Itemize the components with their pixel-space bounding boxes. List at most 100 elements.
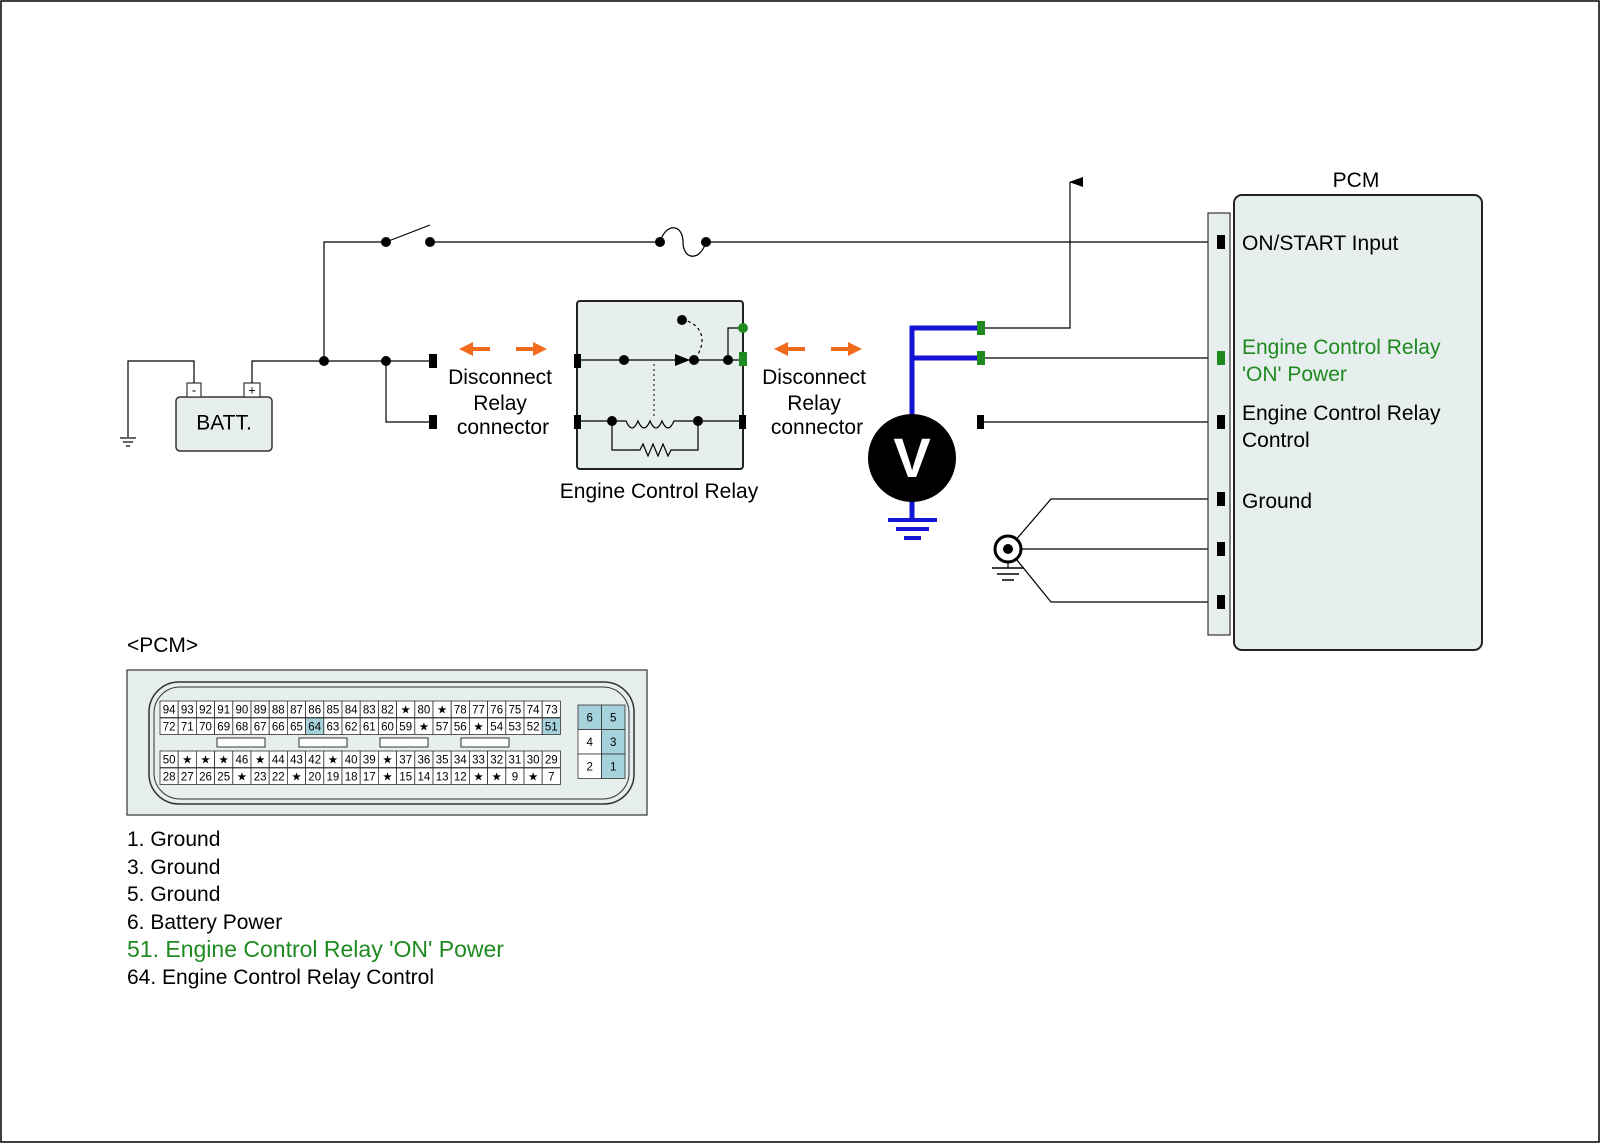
connector-pin-label: ★ <box>473 771 483 783</box>
output-wire-upward <box>985 177 1083 329</box>
connector-pin-label: ★ <box>328 754 338 766</box>
connector-pin-label: 92 <box>199 704 212 716</box>
connector-pin-label: ★ <box>291 771 301 783</box>
connector-pin-label: 44 <box>272 754 285 766</box>
connector-pin-label: 91 <box>217 704 230 716</box>
connector-pin-label: ★ <box>255 754 265 766</box>
connector-pin-label: 17 <box>363 771 376 783</box>
connector-pin-label: ★ <box>382 754 392 766</box>
pcm-terminal-ground: Ground <box>1242 490 1312 513</box>
connector-key-slot <box>460 737 510 748</box>
connector-pin-label: 20 <box>308 771 321 783</box>
pcm-pin-relay-on-power <box>1217 351 1225 365</box>
harness-pin-upper <box>977 321 985 335</box>
connector-pin-label: 90 <box>236 704 249 716</box>
pcm-pin-on-start <box>1217 235 1225 249</box>
connector-pin-label: ★ <box>219 754 229 766</box>
connector-pin-label: ★ <box>237 771 247 783</box>
battery-body <box>175 396 273 452</box>
connector-outline-outer <box>148 681 635 805</box>
harness-pin-lower <box>977 415 984 429</box>
connector-pin-cell <box>541 767 561 785</box>
connector-pin-label: 87 <box>290 704 303 716</box>
voltmeter-label: V <box>893 426 930 489</box>
legend-item-6: 6. Battery Power <box>127 910 283 934</box>
connector-pin-label: 78 <box>454 704 467 716</box>
side-pin-label: 5 <box>610 712 616 724</box>
connector-pin-label: 64 <box>308 721 321 733</box>
pcm-terminal-relay-on-power: Engine Control Relay 'ON' Power <box>1242 336 1446 386</box>
connector-pin-label: 29 <box>545 754 558 766</box>
connector-pin-label: 9 <box>512 771 518 783</box>
connector-pin-label: 88 <box>272 704 285 716</box>
connector-pin-label: 30 <box>527 754 540 766</box>
connector-key-slot <box>379 737 429 748</box>
connector-pin-label: 89 <box>254 704 267 716</box>
side-pin-label: 3 <box>610 737 616 749</box>
connector-pin-label: 74 <box>527 704 540 716</box>
engine-control-relay <box>574 300 748 470</box>
connector-pin-label: 7 <box>548 771 554 783</box>
connector-pin-label: 22 <box>272 771 285 783</box>
connector-pin-label: 59 <box>399 721 412 733</box>
connector-pin-label: 56 <box>454 721 467 733</box>
connector-pin-label: 51 <box>545 721 558 733</box>
connector-pin-label: 94 <box>163 704 176 716</box>
relay-pin-upper-right <box>739 352 747 366</box>
connector-pin-label: 85 <box>327 704 340 716</box>
connector-pin-label: ★ <box>492 771 502 783</box>
ignition-feed-wire <box>323 241 386 361</box>
connector-pin-label: 42 <box>308 754 321 766</box>
relay-coil-feed-wire <box>385 361 432 423</box>
connector-pin-label: ★ <box>419 721 429 733</box>
legend-item-5: 5. Ground <box>127 883 221 906</box>
pin-legend: 1. Ground 3. Ground 5. Ground 6. Battery… <box>127 826 504 991</box>
legend-item-51: 51. Engine Control Relay 'ON' Power <box>127 936 504 962</box>
battery-neg-label: - <box>192 382 196 397</box>
connector-pin-label: 40 <box>345 754 358 766</box>
junction-dot <box>381 356 391 366</box>
connector-pin-label: 26 <box>199 771 212 783</box>
battery: - + BATT. <box>175 382 273 452</box>
connector-pin-label: ★ <box>401 704 411 716</box>
junction-dot <box>319 356 329 366</box>
connector-pin-label: 46 <box>236 754 249 766</box>
harness-pin-middle <box>977 351 985 365</box>
battery-label: BATT. <box>196 412 252 435</box>
connector-pin-label: 75 <box>509 704 522 716</box>
right-disconnect-arrows <box>774 342 862 356</box>
connector-pin-label: 37 <box>399 754 412 766</box>
connector-pin-label: 43 <box>290 754 303 766</box>
pcm-terminal-relay-control: Engine Control Relay Control <box>1242 402 1446 452</box>
connector-pin-label: 71 <box>181 721 194 733</box>
connector-pin-label: 86 <box>308 704 321 716</box>
relay-label: Engine Control Relay <box>560 480 759 503</box>
relay-pin-lower-left <box>574 415 581 429</box>
connector-pin-label: 25 <box>217 771 230 783</box>
connector-pin-label: 60 <box>381 721 394 733</box>
pcm-body <box>1233 194 1483 651</box>
connector-pin-label: ★ <box>200 754 210 766</box>
connector-view-title: <PCM> <box>127 634 198 657</box>
right-disconnect-label: Disconnect Relay connector <box>762 366 872 439</box>
connector-pin-label: 13 <box>436 771 449 783</box>
connector-pin-label: 63 <box>327 721 340 733</box>
left-disconnect-label: Disconnect Relay connector <box>448 366 558 439</box>
connector-pin-label: 28 <box>163 771 176 783</box>
connector-pin-label: 76 <box>490 704 503 716</box>
side-pin-label: 6 <box>587 712 593 724</box>
connector-pin-label: ★ <box>528 771 538 783</box>
connector-pin-label: 35 <box>436 754 449 766</box>
connector-pin-label: ★ <box>382 771 392 783</box>
left-connector-pin-upper <box>429 354 437 368</box>
connector-pin-label: 70 <box>199 721 212 733</box>
connector-pin-label: 62 <box>345 721 358 733</box>
connector-pin-label: 57 <box>436 721 449 733</box>
battery-pos-label: + <box>248 382 256 397</box>
connector-pin-label: ★ <box>473 721 483 733</box>
voltmeter <box>868 414 956 502</box>
connector-pin-label: 66 <box>272 721 285 733</box>
connector-pin-cell <box>541 700 561 718</box>
